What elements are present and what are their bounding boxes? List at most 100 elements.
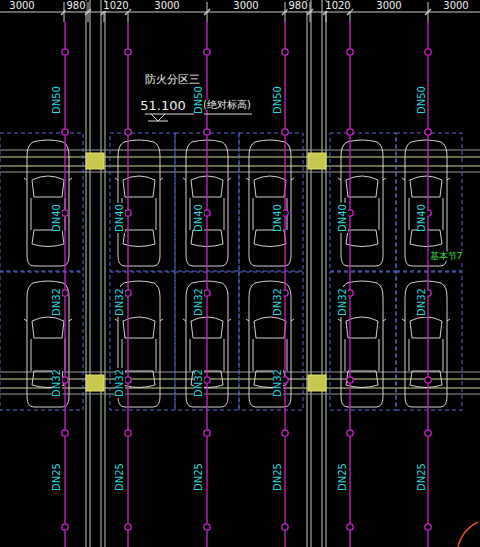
beam-line xyxy=(0,157,480,158)
car-rear-window xyxy=(346,371,378,388)
stall xyxy=(239,272,303,410)
parking-stalls xyxy=(0,133,462,410)
column-line xyxy=(311,0,312,547)
sprinkler-head xyxy=(125,290,131,296)
car-mirror xyxy=(115,319,118,321)
pipe-size: DN32 xyxy=(417,287,427,317)
column xyxy=(86,153,104,169)
sprinkler-head xyxy=(125,210,131,216)
sprinkler-head xyxy=(62,430,68,436)
beam-line xyxy=(0,150,480,151)
car-mirror xyxy=(183,319,186,321)
sprinkler-head xyxy=(282,129,288,135)
column xyxy=(308,153,326,169)
pipe-size: DN25 xyxy=(194,462,204,492)
car-side xyxy=(253,198,254,230)
car-windshield xyxy=(32,317,64,338)
car-mirror xyxy=(183,178,186,180)
dimension-line xyxy=(0,12,480,13)
pipe-size: DN32 xyxy=(273,368,283,398)
pipe-size: DN32 xyxy=(273,287,283,317)
pipe-size: DN25 xyxy=(338,462,348,492)
elevation-note: (绝对标高) xyxy=(202,100,252,110)
pipe-size: DN32 xyxy=(338,287,348,317)
car-side xyxy=(379,339,380,371)
stall xyxy=(330,272,396,410)
car-side xyxy=(156,339,157,371)
sprinkler-head xyxy=(425,524,431,530)
stall xyxy=(396,133,462,271)
sprinkler-head xyxy=(425,430,431,436)
sprinkler-head xyxy=(204,524,210,530)
pipe-note: 基本节7 xyxy=(429,252,464,261)
car-mirror xyxy=(228,178,231,180)
car-windshield xyxy=(254,317,286,338)
car-mirror xyxy=(160,319,163,321)
pipe-size: DN50 xyxy=(194,85,204,115)
car-side xyxy=(253,339,254,371)
pipe-size: DN40 xyxy=(417,203,427,233)
elevation-value: 51.100 xyxy=(139,99,187,112)
car-mirror xyxy=(447,319,450,321)
car-mirror xyxy=(246,319,249,321)
car-side xyxy=(287,339,288,371)
car-mirror xyxy=(24,319,27,321)
sprinkler-head xyxy=(282,430,288,436)
stall xyxy=(0,133,83,271)
column-line xyxy=(101,0,102,547)
car-windshield xyxy=(410,317,442,338)
pipe-size: DN32 xyxy=(194,368,204,398)
column-line xyxy=(307,0,308,547)
car-body xyxy=(405,140,447,266)
beam-line xyxy=(0,372,480,373)
car-side xyxy=(409,198,410,230)
pipe-size: DN32 xyxy=(115,287,125,317)
pipe-size: DN40 xyxy=(194,203,204,233)
sprinkler-head xyxy=(204,430,210,436)
sprinkler-head xyxy=(62,129,68,135)
sprinkler-head xyxy=(347,430,353,436)
car-mirror xyxy=(160,178,163,180)
car-mirror xyxy=(402,319,405,321)
car-mirror xyxy=(402,178,405,180)
red-arc xyxy=(458,522,478,547)
dimension: 1020 xyxy=(102,1,129,11)
car-mirror xyxy=(383,178,386,180)
car-body xyxy=(27,281,69,407)
sprinkler-head xyxy=(204,129,210,135)
column-line xyxy=(322,0,323,547)
sprinkler-head xyxy=(282,49,288,55)
sprinkler-head xyxy=(125,129,131,135)
column-line xyxy=(86,0,87,547)
car-mirror xyxy=(383,319,386,321)
car-side xyxy=(409,339,410,371)
sprinkler-head xyxy=(347,129,353,135)
sprinkler-head xyxy=(62,49,68,55)
column xyxy=(86,375,104,391)
pipe-size: DN32 xyxy=(115,368,125,398)
car-side xyxy=(443,339,444,371)
pipe xyxy=(427,22,428,547)
zone-name: 防火分区三 xyxy=(144,74,201,85)
car-mirror xyxy=(69,178,72,180)
car-mirror xyxy=(115,178,118,180)
beam-line xyxy=(0,172,480,173)
car-windshield xyxy=(410,176,442,197)
sprinkler-head xyxy=(425,129,431,135)
sprinkler-head xyxy=(125,49,131,55)
sprinkler-head xyxy=(62,524,68,530)
sprinkler-head xyxy=(425,49,431,55)
dimension: 3000 xyxy=(442,1,469,11)
sprinkler-pipes xyxy=(62,22,431,547)
car-body xyxy=(405,281,447,407)
dimension-slash xyxy=(425,9,431,15)
dimension: 3000 xyxy=(375,1,402,11)
column xyxy=(308,375,326,391)
sprinkler-head xyxy=(425,377,431,383)
dimension: 980 xyxy=(65,1,86,11)
sprinkler-head xyxy=(125,524,131,530)
car-side xyxy=(190,339,191,371)
car-rear-window xyxy=(346,230,378,247)
